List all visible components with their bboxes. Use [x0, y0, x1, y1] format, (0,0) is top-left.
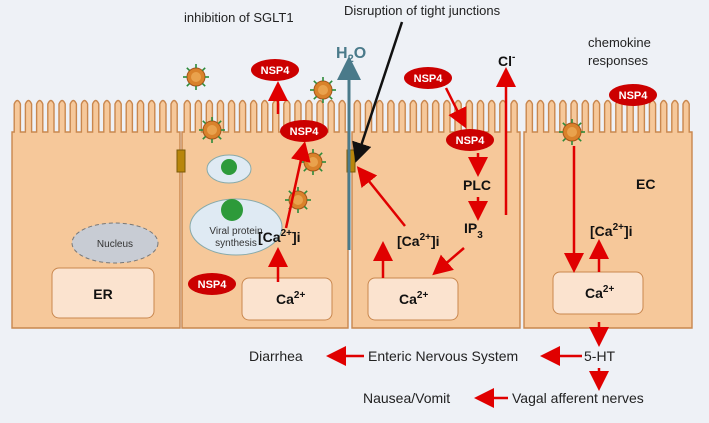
er-store-cell2	[241, 277, 333, 321]
chemokine-label-1: chemokine	[588, 35, 651, 50]
svg-text:NSP4: NSP4	[261, 65, 291, 77]
viroplasm-icon	[221, 199, 243, 221]
inhibition-sglt1-label: inhibition of SGLT1	[184, 10, 294, 25]
ca-store-label-2: Ca2+	[399, 290, 428, 307]
viral-label-1: Viral protein	[209, 226, 262, 237]
vagal-afferent-label: Vagal afferent nerves	[512, 390, 644, 406]
viroplasm-icon	[221, 159, 237, 175]
nsp4-badge-1: NSP4	[251, 59, 299, 81]
viral-protein-synthesis	[189, 198, 283, 256]
rotavirus-particle-icon	[299, 148, 327, 176]
disruption-arrow	[352, 21, 404, 163]
water-label: H2O	[336, 45, 366, 65]
svg-text:NSP4: NSP4	[290, 126, 320, 138]
ca-i-label-1: [Ca2+]i	[258, 228, 301, 245]
nsp4-badge-3: NSP4	[404, 67, 452, 89]
svg-text:NSP4: NSP4	[414, 73, 444, 85]
rotavirus-particle-icon	[309, 76, 337, 104]
svg-text:NSP4: NSP4	[619, 90, 649, 102]
nsp4-badge-4: NSP4	[446, 129, 494, 151]
ca-store-label-3: Ca2+	[585, 284, 614, 301]
nucleus-label: Nucleus	[97, 239, 133, 250]
nsp4-badge-5: NSP4	[609, 84, 657, 106]
svg-text:NSP4: NSP4	[456, 135, 486, 147]
nucleus	[71, 222, 159, 264]
viral-label-2: synthesis	[215, 238, 257, 249]
serotonin-label: 5-HT	[584, 348, 616, 364]
rotavirus-particle-icon	[182, 63, 210, 91]
svg-text:NSP4: NSP4	[198, 279, 228, 291]
diarrhea-label: Diarrhea	[249, 348, 303, 364]
plc-label: PLC	[463, 177, 491, 193]
nausea-vomit-label: Nausea/Vomit	[363, 390, 450, 406]
ca-store-label-1: Ca2+	[276, 290, 305, 307]
er-box	[51, 267, 155, 319]
rotavirus-particle-icon	[558, 118, 586, 146]
ip3-label: IP3	[464, 220, 483, 241]
nsp4-badge-6: NSP4	[188, 273, 236, 295]
nsp4-badge-2: NSP4	[280, 120, 328, 142]
rotavirus-particle-icon	[198, 116, 226, 144]
ec-label: EC	[636, 176, 655, 192]
signaling-arrows	[268, 67, 609, 408]
er-label: ER	[93, 286, 112, 302]
chemokine-label-2: responses	[588, 53, 648, 68]
chloride-label: Cl-	[498, 52, 515, 69]
ca-i-label-3: [Ca2+]i	[590, 222, 633, 239]
ca-i-label-2: [Ca2+]i	[397, 232, 440, 249]
tight-junction-icon	[176, 149, 186, 173]
disruption-label: Disruption of tight junctions	[344, 3, 501, 18]
enteric-nervous-system-label: Enteric Nervous System	[368, 348, 518, 364]
er-store-cell3	[367, 277, 459, 321]
